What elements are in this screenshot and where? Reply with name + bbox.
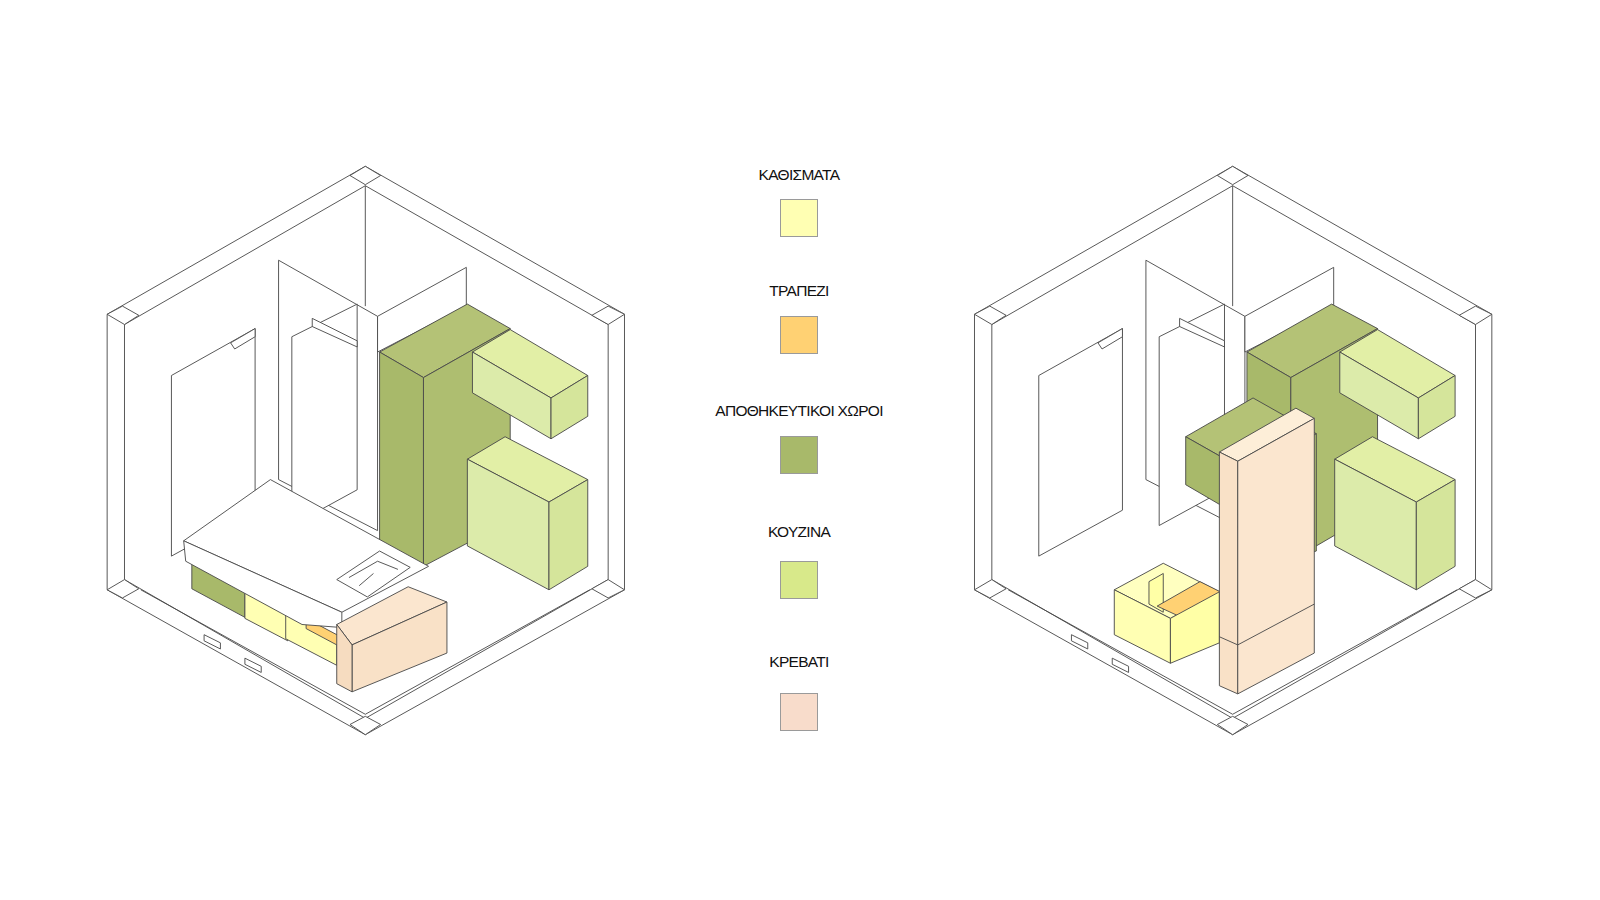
- container-shell-part: [992, 186, 1476, 719]
- container-shell-part: [974, 580, 1006, 598]
- container-shell-part: [350, 166, 381, 184]
- container-shell-part: [245, 658, 261, 672]
- legend-swatch: [780, 199, 818, 237]
- seats-table-bed-part: [1219, 637, 1237, 645]
- seats-table-bed: [1114, 408, 1314, 694]
- kitchen-units-part: [1418, 376, 1455, 439]
- legend-item: ΤΡΑΠΕΖΙ: [769, 282, 828, 354]
- seats-table-bed-part: [1238, 418, 1315, 694]
- left-room: [107, 166, 624, 734]
- legend-label: ΤΡΑΠΕΖΙ: [769, 282, 828, 300]
- container-shell-part: [1071, 635, 1087, 649]
- container-shell-part: [124, 186, 608, 719]
- legend-item: ΚΑΘΙΣΜΑΤΑ: [759, 166, 840, 237]
- kitchen-units: [467, 330, 587, 590]
- folding-panels-part: [279, 260, 378, 530]
- kitchen-units-part: [1340, 352, 1419, 439]
- kitchen-units-part: [1416, 480, 1455, 590]
- legend-label: ΑΠΟΘΗΚΕΥΤΙΚΟΙ ΧΩΡΟΙ: [715, 402, 883, 420]
- folding-panels-part: [231, 329, 255, 349]
- kitchen-units-part: [467, 459, 549, 590]
- kitchen-units-part: [551, 376, 588, 439]
- storage-units-part: [380, 352, 424, 566]
- legend-label: ΚΡΕΒΑΤΙ: [769, 653, 828, 671]
- bed-and-seats: [184, 480, 447, 692]
- container-shell-part: [107, 166, 624, 734]
- kitchen-units: [1335, 330, 1455, 590]
- container-shell-part: [1112, 658, 1128, 672]
- bed-and-seats-part: [184, 480, 429, 613]
- legend-swatch: [780, 436, 818, 474]
- container-shell-part: [1217, 166, 1248, 184]
- container-shell-part: [1232, 186, 1233, 306]
- kitchen-units-part: [472, 352, 551, 439]
- folding-panels-part: [1098, 329, 1122, 349]
- container-shell-part: [1459, 580, 1492, 598]
- seats-table-bed-part: [1238, 604, 1315, 645]
- container-shell-part: [974, 306, 1006, 324]
- container-shell-part: [1008, 590, 1232, 714]
- container-shell-part: [365, 186, 366, 306]
- kitchen-units-part: [1335, 459, 1417, 590]
- folding-panels-part: [312, 318, 357, 347]
- bed-and-seats-part: [337, 551, 410, 597]
- legend-item: ΚΡΕΒΑΤΙ: [769, 653, 828, 731]
- bed-and-seats-part: [349, 561, 398, 585]
- container-shell: [107, 166, 624, 734]
- legend-item: ΚΟΥΖΙΝΑ: [768, 523, 830, 599]
- legend-swatch: [780, 561, 818, 599]
- folding-panels-part: [292, 304, 357, 525]
- container-shell-part: [592, 580, 625, 598]
- container-shell-part: [107, 306, 139, 324]
- container-shell-part: [107, 580, 139, 598]
- legend-item: ΑΠΟΘΗΚΕΥΤΙΚΟΙ ΧΩΡΟΙ: [715, 402, 883, 474]
- legend-swatch: [780, 693, 818, 731]
- legend-label: ΚΟΥΖΙΝΑ: [768, 523, 830, 541]
- legend-swatch: [780, 316, 818, 354]
- container-shell-part: [974, 166, 1491, 734]
- container-shell-part: [592, 306, 625, 324]
- bed-and-seats-part: [184, 541, 342, 628]
- seats-table-bed-part: [1170, 592, 1219, 663]
- container-shell-part: [350, 716, 381, 734]
- legend-label: ΚΑΘΙΣΜΑΤΑ: [759, 166, 840, 184]
- kitchen-units-part: [549, 480, 588, 590]
- bed-and-seats-part: [352, 602, 447, 692]
- container-shell-part: [1217, 716, 1248, 734]
- container-shell-part: [204, 635, 220, 649]
- container-shell: [974, 166, 1491, 734]
- seats-table-bed-part: [1219, 452, 1237, 694]
- bed-and-seats-part: [337, 624, 352, 691]
- right-room: [974, 166, 1491, 734]
- folding-panels-part: [1180, 318, 1225, 347]
- container-shell-part: [1459, 306, 1492, 324]
- folding-panels-part: [1039, 329, 1123, 557]
